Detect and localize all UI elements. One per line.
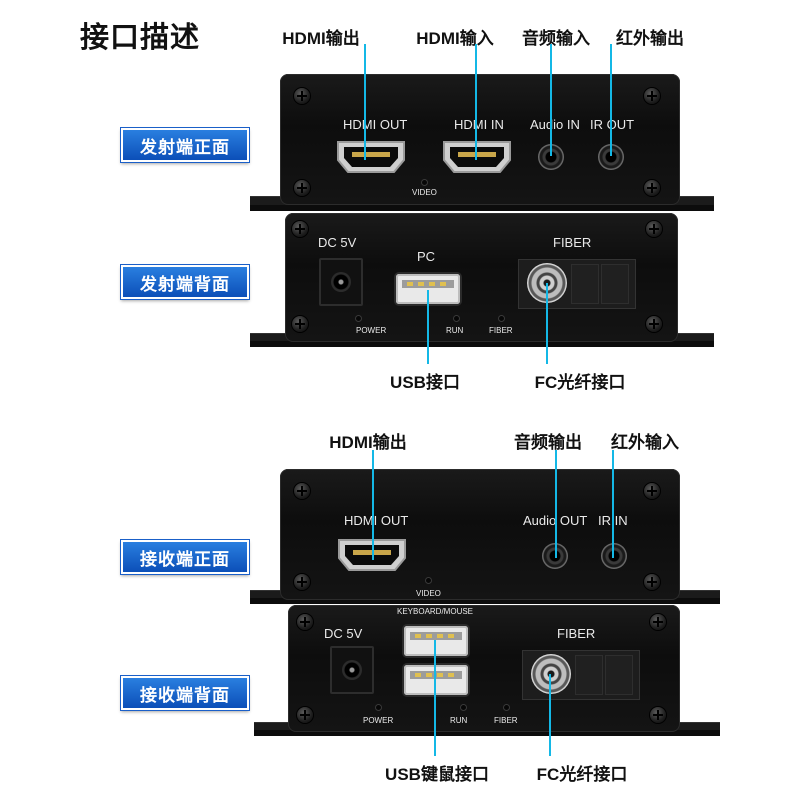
callout-tx-hdmi-input: HDMI输入 xyxy=(416,29,494,48)
silk-fiber-led: FIBER xyxy=(489,326,513,335)
silk-dc-5v: DC 5V xyxy=(318,235,357,250)
silk-keyboard-mouse: KEYBOARD/MOUSE xyxy=(397,607,474,616)
pointer-line xyxy=(372,450,374,560)
run-led xyxy=(454,316,459,321)
silk-hdmi-out: HDMI OUT xyxy=(344,513,409,528)
callout-rx-ir-input: 红外输入 xyxy=(611,433,679,452)
silk-dc-5v: DC 5V xyxy=(324,626,363,641)
pointer-line xyxy=(475,44,477,160)
silk-power: POWER xyxy=(363,716,394,725)
video-led xyxy=(422,180,427,185)
callout-rx-hdmi-output: HDMI输出 xyxy=(329,433,407,452)
hdmi-in-port xyxy=(443,141,511,173)
silk-run: RUN xyxy=(450,716,468,725)
silk-hdmi-out: HDMI OUT xyxy=(343,117,408,132)
silk-hdmi-in: HDMI IN xyxy=(454,117,504,132)
pointer-line xyxy=(364,44,366,160)
run-led xyxy=(461,705,466,710)
usb-port-lower xyxy=(404,665,468,695)
video-led xyxy=(426,578,431,583)
callout-tx-audio-input: 音频输入 xyxy=(522,29,590,48)
callout-rx-usb-kbm: USB键鼠接口 xyxy=(385,765,489,784)
pointer-line xyxy=(434,640,436,756)
pointer-line xyxy=(612,450,614,558)
silk-fiber: FIBER xyxy=(553,235,592,250)
callout-rx-audio-output: 音频输出 xyxy=(514,433,582,452)
callout-tx-hdmi-output: HDMI输出 xyxy=(282,29,360,48)
power-led xyxy=(356,316,361,321)
pointer-line xyxy=(610,44,612,156)
tag-tx-front: 发射端正面 xyxy=(121,128,249,162)
page-title: 接口描述 xyxy=(80,22,201,54)
silk-power: POWER xyxy=(356,326,387,335)
tag-rx-back: 接收端背面 xyxy=(121,676,249,710)
silk-fiber: FIBER xyxy=(557,626,596,641)
callout-tx-ir-output: 红外输出 xyxy=(616,29,684,48)
power-led xyxy=(376,705,381,710)
fc-fiber-connector xyxy=(531,654,571,694)
callout-tx-fc-fiber: FC光纤接口 xyxy=(534,373,626,392)
silk-fiber-led: FIBER xyxy=(494,716,518,725)
hdmi-out-port xyxy=(337,141,405,173)
pointer-line xyxy=(549,674,551,756)
silk-pc: PC xyxy=(417,249,436,264)
pointer-line xyxy=(546,283,548,364)
tag-rx-front: 接收端正面 xyxy=(121,540,249,574)
dc-power-jack xyxy=(330,646,374,694)
callout-rx-fc-fiber: FC光纤接口 xyxy=(536,765,628,784)
pointer-line xyxy=(427,290,429,364)
pointer-line xyxy=(550,44,552,156)
ir-in-jack xyxy=(601,543,627,569)
callout-tx-usb: USB接口 xyxy=(390,373,460,392)
tag-tx-back: 发射端背面 xyxy=(121,265,249,299)
silk-audio-in: Audio IN xyxy=(530,117,580,132)
fiber-led xyxy=(499,316,504,321)
silk-ir-out: IR OUT xyxy=(590,117,635,132)
dc-power-jack xyxy=(319,258,363,306)
fiber-led xyxy=(504,705,509,710)
pointer-line xyxy=(555,450,557,558)
silk-video: VIDEO xyxy=(412,188,437,197)
usb-port-upper xyxy=(404,626,468,656)
silk-run: RUN xyxy=(446,326,464,335)
silk-video: VIDEO xyxy=(416,589,441,598)
